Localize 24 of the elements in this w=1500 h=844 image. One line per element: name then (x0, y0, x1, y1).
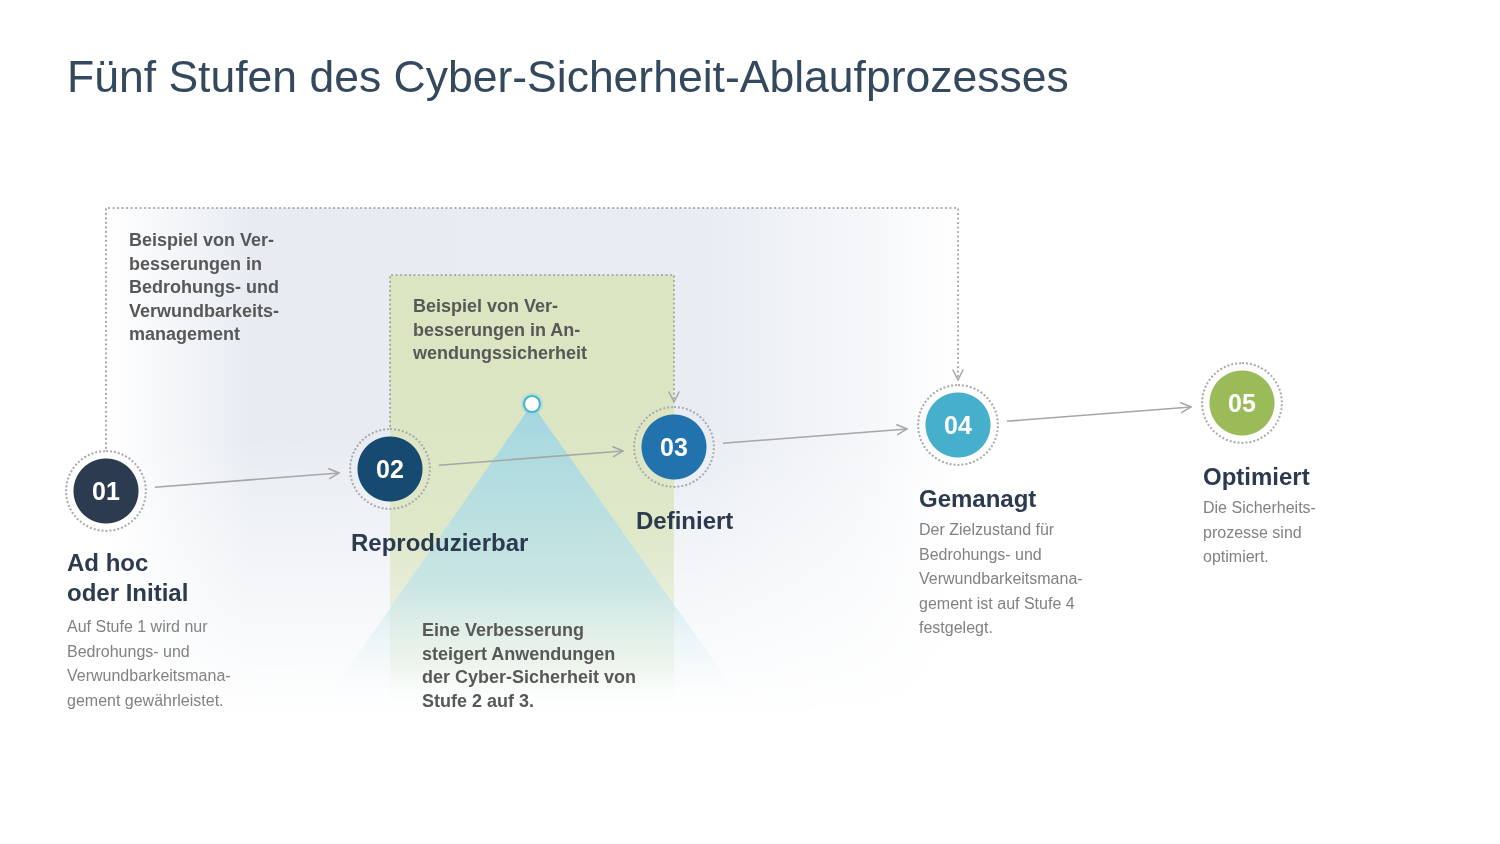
step-number: 05 (1228, 388, 1256, 418)
step-title: Reproduzierbar (351, 528, 530, 558)
panel-text: Beispiel von Ver- besserungen in An- wendungssicherheit (413, 295, 589, 365)
step-number: 02 (376, 454, 404, 484)
dotted-connector-arrow (388, 273, 680, 428)
note-text: Eine Verbesserung steigert Anwendungen der Cyber-Sicherheit von Stufe 2 auf 3. (422, 619, 637, 713)
highlight-panel (390, 275, 674, 384)
connector-arrow (154, 468, 340, 489)
connector-arrow (438, 446, 624, 467)
dotted-connector-arrow (104, 206, 964, 450)
connector-arrow (1006, 402, 1192, 423)
note-text: Beispiel von Ver- besserungen in Bedrohungs- und Verwundbarkeits- management (129, 229, 281, 346)
step-title: Definiert (636, 506, 735, 536)
step-number: 01 (92, 476, 120, 506)
connector-arrow (722, 424, 908, 445)
step-number: 03 (660, 432, 688, 462)
step-description: Der Zielzustand für Bedrohungs- und Verwundbarkeitsmana- gement ist auf Stufe 4 festgelegt. (919, 520, 1084, 638)
step-description: Die Sicherheits- prozesse sind optimiert. (1203, 498, 1317, 567)
step-number: 04 (944, 410, 972, 440)
step-title: Gemanagt (919, 484, 1038, 514)
step-description: Auf Stufe 1 wird nur Bedrohungs- und Verwundbarkeitsmana- gement gewährleistet. (67, 617, 232, 711)
step-title: Ad hoc oder Initial (67, 548, 190, 608)
step-title: Optimiert (1203, 462, 1311, 492)
slide-title: Fünf Stufen des Cyber-Sicherheit-Ablaufprozesses (67, 51, 1069, 103)
